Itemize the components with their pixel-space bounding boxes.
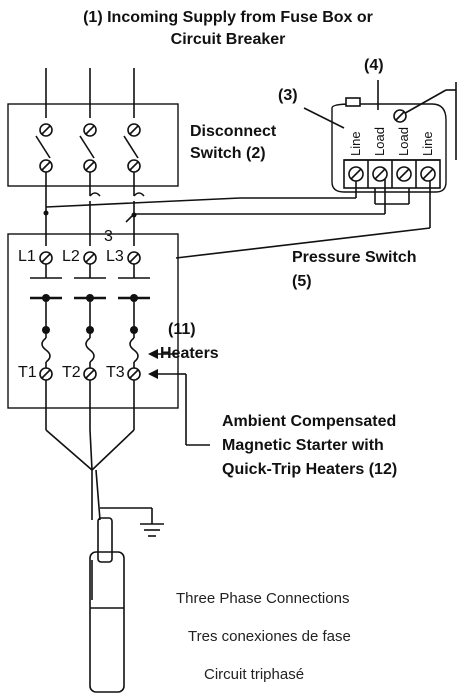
ps-terminal-load-2: Load: [396, 127, 411, 156]
disconnect-label-switch: Switch: [190, 145, 242, 162]
terminal-L2: L2: [62, 248, 80, 265]
terminal-L1: L1: [18, 248, 36, 265]
ps-terminal-load-1: Load: [372, 127, 387, 156]
title-line-1: (1) Incoming Supply from Fuse Box or: [83, 9, 373, 26]
disconnect-label-line-2: Switch (2): [190, 144, 266, 164]
pump-body: [89, 551, 125, 693]
magnetic-starter-box: [7, 233, 179, 409]
caption-english: Three Phase Connections: [176, 590, 350, 607]
disconnect-label-num: (2): [246, 145, 266, 162]
starter-label-line-2: Magnetic Starter with: [222, 437, 384, 454]
disconnect-label-line-1: Disconnect: [190, 123, 277, 140]
callout-4: (4): [364, 57, 384, 74]
title-line-2: Circuit Breaker: [170, 31, 286, 48]
terminal-L3: L3: [106, 248, 124, 265]
starter-label-line-1: Ambient Compensated: [222, 413, 397, 430]
caption-french: Circuit triphasé: [204, 666, 305, 683]
ps-terminal-line-2: Line: [420, 131, 435, 156]
heaters-num: (11): [168, 321, 196, 338]
heaters-label: Heaters: [160, 345, 219, 362]
caption-spanish: Tres conexiones de fase: [188, 628, 351, 645]
pump-cable-guard: [97, 517, 113, 563]
terminal-T2: T2: [62, 364, 81, 381]
ps-terminal-line-1: Line: [348, 131, 363, 156]
callout-3: (3): [278, 87, 298, 104]
wire-mark-3: 3: [104, 228, 113, 245]
terminal-T1: T1: [18, 364, 37, 381]
pressure-switch-housing: [331, 103, 447, 193]
pressure-switch-num: (5): [292, 273, 312, 290]
terminal-T3: T3: [106, 364, 125, 381]
pressure-switch-label: Pressure Switch: [292, 249, 417, 266]
starter-label-line-3: Quick-Trip Heaters (12): [222, 461, 398, 478]
disconnect-switch-box: [7, 103, 179, 187]
